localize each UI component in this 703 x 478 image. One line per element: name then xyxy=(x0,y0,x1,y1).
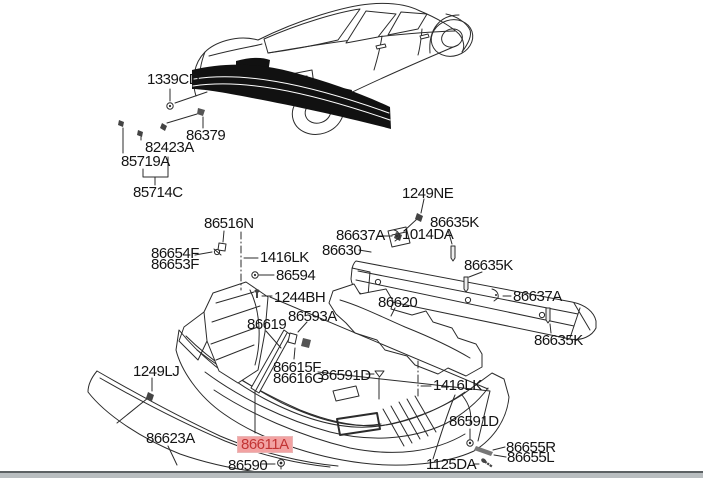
part-label-86655L[interactable]: 86655L xyxy=(507,449,555,466)
part-label-86616G[interactable]: 86616G xyxy=(273,370,324,387)
bottom-bar xyxy=(0,471,703,478)
grommet-icon xyxy=(278,460,285,469)
part-label-86630[interactable]: 86630 xyxy=(322,242,362,259)
part-label-86593A[interactable]: 86593A xyxy=(288,308,337,325)
clip-icon xyxy=(288,333,297,344)
screw-icon xyxy=(481,458,493,468)
clip-icon xyxy=(301,338,311,348)
clip-icon xyxy=(451,246,455,261)
part-label-86620[interactable]: 86620 xyxy=(378,294,418,311)
car-illustration xyxy=(192,3,478,141)
part-label-1416LK[interactable]: 1416LK xyxy=(260,249,309,266)
nut-icon xyxy=(467,440,473,446)
part-label-86591D[interactable]: 86591D xyxy=(321,367,371,384)
part-label-85714C[interactable]: 85714C xyxy=(133,184,183,201)
clip-icon xyxy=(474,446,493,456)
nut-icon xyxy=(252,272,258,278)
part-label-86590[interactable]: 86590 xyxy=(228,457,268,474)
rail-drawing xyxy=(251,330,291,393)
part-label-1339CD[interactable]: 1339CD xyxy=(147,71,200,88)
part-label-86635K[interactable]: 86635K xyxy=(464,257,513,274)
part-label-86623A[interactable]: 86623A xyxy=(146,430,195,447)
part-label-1416LK[interactable]: 1416LK xyxy=(433,377,482,394)
clip-icon xyxy=(546,308,550,323)
part-label-1014DA[interactable]: 1014DA xyxy=(402,226,454,243)
clip-icon xyxy=(197,108,205,116)
part-label-1244BH[interactable]: 1244BH xyxy=(274,289,326,306)
part-label-86591D[interactable]: 86591D xyxy=(449,413,499,430)
part-label-86655R[interactable]: 86655R xyxy=(506,439,556,456)
clip-icon xyxy=(492,289,498,301)
screw-icon xyxy=(146,392,154,401)
part-label-86615F[interactable]: 86615F xyxy=(273,359,321,376)
part-label-86379[interactable]: 86379 xyxy=(186,127,226,144)
part-label-86637A[interactable]: 86637A xyxy=(513,288,562,305)
clip-icon xyxy=(394,230,399,241)
leader-lines xyxy=(117,89,551,469)
screw-icon xyxy=(160,123,167,131)
part-label-82423A[interactable]: 82423A xyxy=(145,139,194,156)
part-label-86516N[interactable]: 86516N xyxy=(204,215,254,232)
part-label-86635K[interactable]: 86635K xyxy=(430,214,479,231)
lower-lip-drawing xyxy=(88,371,338,476)
part-label-86594[interactable]: 86594 xyxy=(276,267,316,284)
part-label-1249LJ[interactable]: 1249LJ xyxy=(133,363,180,380)
part-label-86635K[interactable]: 86635K xyxy=(534,332,583,349)
part-label-86637A[interactable]: 86637A xyxy=(336,227,385,244)
part-label-1125DA[interactable]: 1125DA xyxy=(426,456,477,473)
part-label-86619[interactable]: 86619 xyxy=(247,316,287,333)
pushpin-icon xyxy=(375,371,384,399)
bolt-icon xyxy=(254,289,260,298)
screw-icon xyxy=(137,130,143,137)
part-label-86653F[interactable]: 86653F xyxy=(151,256,199,273)
screw-icon xyxy=(415,213,423,222)
nut-icon xyxy=(167,103,173,109)
bumper-cover-drawing xyxy=(176,330,509,465)
screw-icon xyxy=(394,232,402,241)
clip-icon xyxy=(218,243,226,251)
part-label-1249NE[interactable]: 1249NE xyxy=(402,185,454,202)
screw-icon xyxy=(118,120,124,127)
part-label-86611A-selected[interactable]: 86611A xyxy=(237,436,293,453)
clip-icon xyxy=(464,277,468,292)
clip-icon xyxy=(214,249,221,255)
part-label-86654F[interactable]: 86654F xyxy=(151,245,199,262)
part-label-85719A[interactable]: 85719A xyxy=(121,153,170,170)
